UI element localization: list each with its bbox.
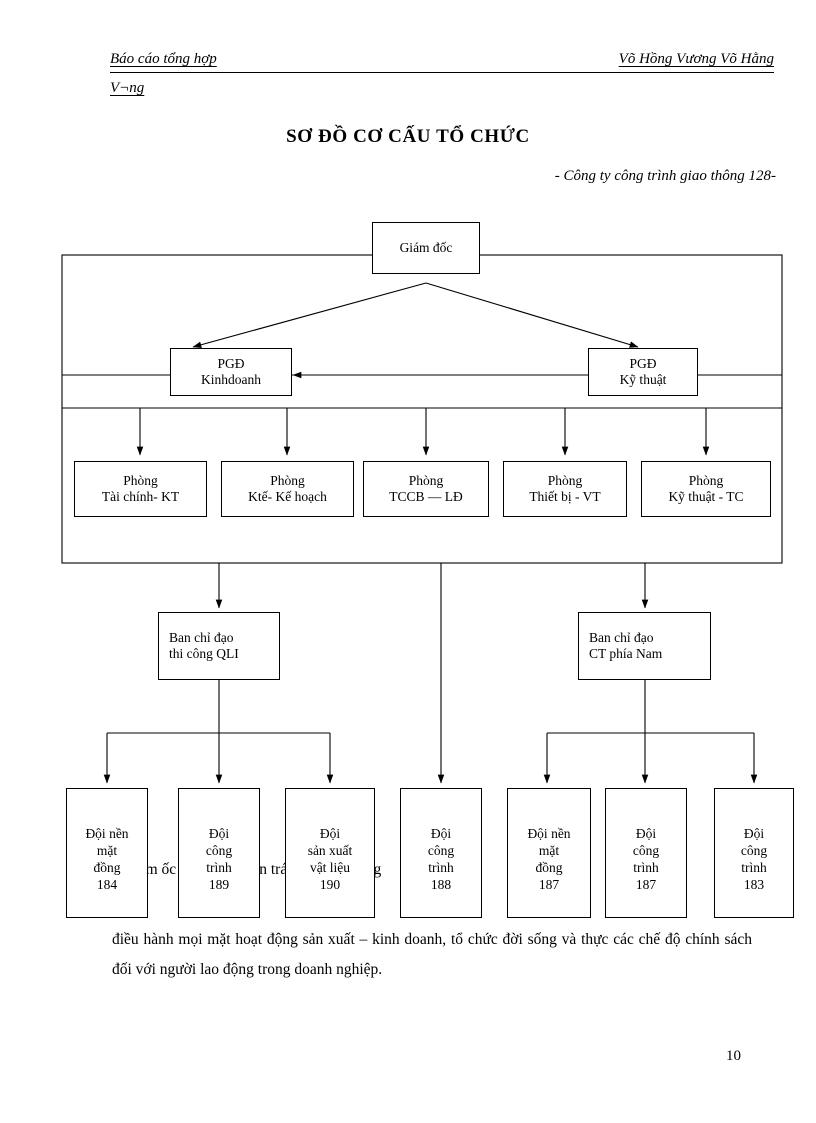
page-number: 10	[726, 1048, 741, 1064]
edge-director-to-pgd-kt	[425, 282, 639, 348]
node-pgd-kinhdoanh[interactable]: PGĐ Kinhdoanh	[170, 348, 292, 396]
node-dept-3-label-2: TCCB — LĐ	[389, 489, 463, 504]
node-team-187a-label-3: đồng	[535, 860, 563, 875]
node-team-183-label-2: công	[740, 843, 768, 858]
edge-director-to-pgd-kd	[192, 282, 427, 348]
node-pgd-kinhdoanh-label-1: PGĐ	[217, 356, 245, 371]
node-team-183-label-3: trình	[741, 860, 767, 875]
node-team-187b-label-1: Đội	[635, 826, 657, 841]
node-dept-thiet-bi-vt[interactable]: Phòng Thiết bị - VT	[503, 461, 627, 517]
node-dept-1-label-1: Phòng	[123, 473, 158, 488]
page-title: SƠ ĐỒ CƠ CẤU TỔ CHỨC	[286, 126, 530, 147]
page-header: Báo cáo tổng hợp Võ Hồng Vương Võ Hằng	[110, 50, 774, 69]
node-team-183[interactable]: Đội công trình 183	[714, 788, 794, 918]
node-team-189[interactable]: Đội công trình 189	[178, 788, 260, 918]
node-team-187a-label-4: 187	[538, 877, 560, 892]
node-team-189-label-1: Đội	[208, 826, 230, 841]
node-team-187a[interactable]: Đội nền mặt đồng 187	[507, 788, 591, 918]
node-team-183-label-4: 183	[743, 877, 765, 892]
node-team-187b-label-4: 187	[635, 877, 657, 892]
node-board-2-label-2: CT phía Nam	[589, 646, 663, 661]
node-board-1-label-1: Ban chỉ đạo	[169, 630, 234, 645]
node-director-label: Giám đốc	[399, 240, 453, 255]
node-pgd-ky-thuat[interactable]: PGĐ Kỹ thuật	[588, 348, 698, 396]
node-dept-3-label-1: Phòng	[408, 473, 444, 488]
node-team-184[interactable]: Đội nền mặt đồng 184	[66, 788, 148, 918]
node-dept-kte-ke-hoach[interactable]: Phòng Ktế- Kế hoạch	[221, 461, 354, 517]
node-team-187b[interactable]: Đội công trình 187	[605, 788, 687, 918]
node-team-188-label-3: trình	[428, 860, 454, 875]
node-team-190-label-4: 190	[319, 877, 341, 892]
node-dept-4-label-2: Thiết bị - VT	[529, 489, 601, 504]
header-rule	[110, 72, 774, 73]
node-team-189-label-4: 189	[208, 877, 230, 892]
node-team-189-label-2: công	[205, 843, 233, 858]
node-team-183-label-1: Đội	[743, 826, 765, 841]
node-board-2-label-1: Ban chỉ đạo	[589, 630, 654, 645]
node-team-187a-label-2: mặt	[538, 843, 560, 858]
node-team-189-label-3: trình	[206, 860, 232, 875]
node-team-190[interactable]: Đội sản xuất vật liệu 190	[285, 788, 375, 918]
node-dept-5-label-2: Kỹ thuật - TC	[668, 489, 744, 504]
node-board-thi-cong-qli[interactable]: Ban chỉ đạo thi công QLI	[158, 612, 280, 680]
node-dept-tai-chinh-kt[interactable]: Phòng Tài chính- KT	[74, 461, 207, 517]
node-board-ct-phia-nam[interactable]: Ban chỉ đạo CT phía Nam	[578, 612, 711, 680]
node-dept-5-label-1: Phòng	[688, 473, 724, 488]
node-board-1-label-2: thi công QLI	[169, 646, 239, 661]
node-pgd-ky-thuat-label-2: Kỹ thuật	[619, 372, 667, 387]
node-team-190-label-3: vật liệu	[309, 860, 351, 875]
node-team-187a-label-1: Đội nền	[527, 826, 571, 841]
node-pgd-kinhdoanh-label-2: Kinhdoanh	[201, 372, 261, 387]
node-dept-tccb-ld[interactable]: Phòng TCCB — LĐ	[363, 461, 489, 517]
header-right-text: Võ Hồng Vương Võ Hằng	[618, 51, 774, 67]
node-team-184-label-3: đồng	[93, 860, 121, 875]
node-team-184-label-4: 184	[96, 877, 118, 892]
node-team-188-label-2: công	[427, 843, 455, 858]
node-team-188[interactable]: Đội công trình 188	[400, 788, 482, 918]
node-team-190-label-2: sản xuất	[307, 843, 353, 858]
node-team-184-label-1: Đội nền	[85, 826, 129, 841]
node-dept-1-label-2: Tài chính- KT	[101, 489, 180, 504]
body-paragraph-line-1: điều hành mọi mặt hoạt động sản xuất – k…	[112, 931, 634, 948]
node-team-187b-label-3: trình	[633, 860, 659, 875]
node-team-188-label-1: Đội	[430, 826, 452, 841]
node-dept-4-label-1: Phòng	[547, 473, 583, 488]
node-team-184-label-2: mặt	[96, 843, 118, 858]
node-dept-ky-thuat-tc[interactable]: Phòng Kỹ thuật - TC	[641, 461, 771, 517]
node-team-188-label-4: 188	[430, 877, 452, 892]
page-header-second-line: V¬ng	[110, 79, 774, 98]
node-dept-2-label-1: Phòng	[270, 473, 305, 488]
node-pgd-ky-thuat-label-1: PGĐ	[629, 356, 657, 371]
header-second-line-text: V¬ng	[110, 80, 145, 96]
node-dept-2-label-2: Ktế- Kế hoạch	[248, 489, 327, 504]
page-subtitle: - Công ty công trình giao thông 128-	[554, 168, 776, 184]
node-director[interactable]: Giám đốc	[372, 222, 480, 274]
node-team-190-label-1: Đội	[319, 826, 341, 841]
node-team-187b-label-2: công	[632, 843, 660, 858]
body-paragraph: điều hành mọi mặt hoạt động sản xuất – k…	[112, 925, 752, 985]
header-left-text: Báo cáo tổng hợp	[110, 51, 217, 67]
body-paragraph-line-2: chế độ chính sách đối với người lao động…	[112, 931, 753, 978]
